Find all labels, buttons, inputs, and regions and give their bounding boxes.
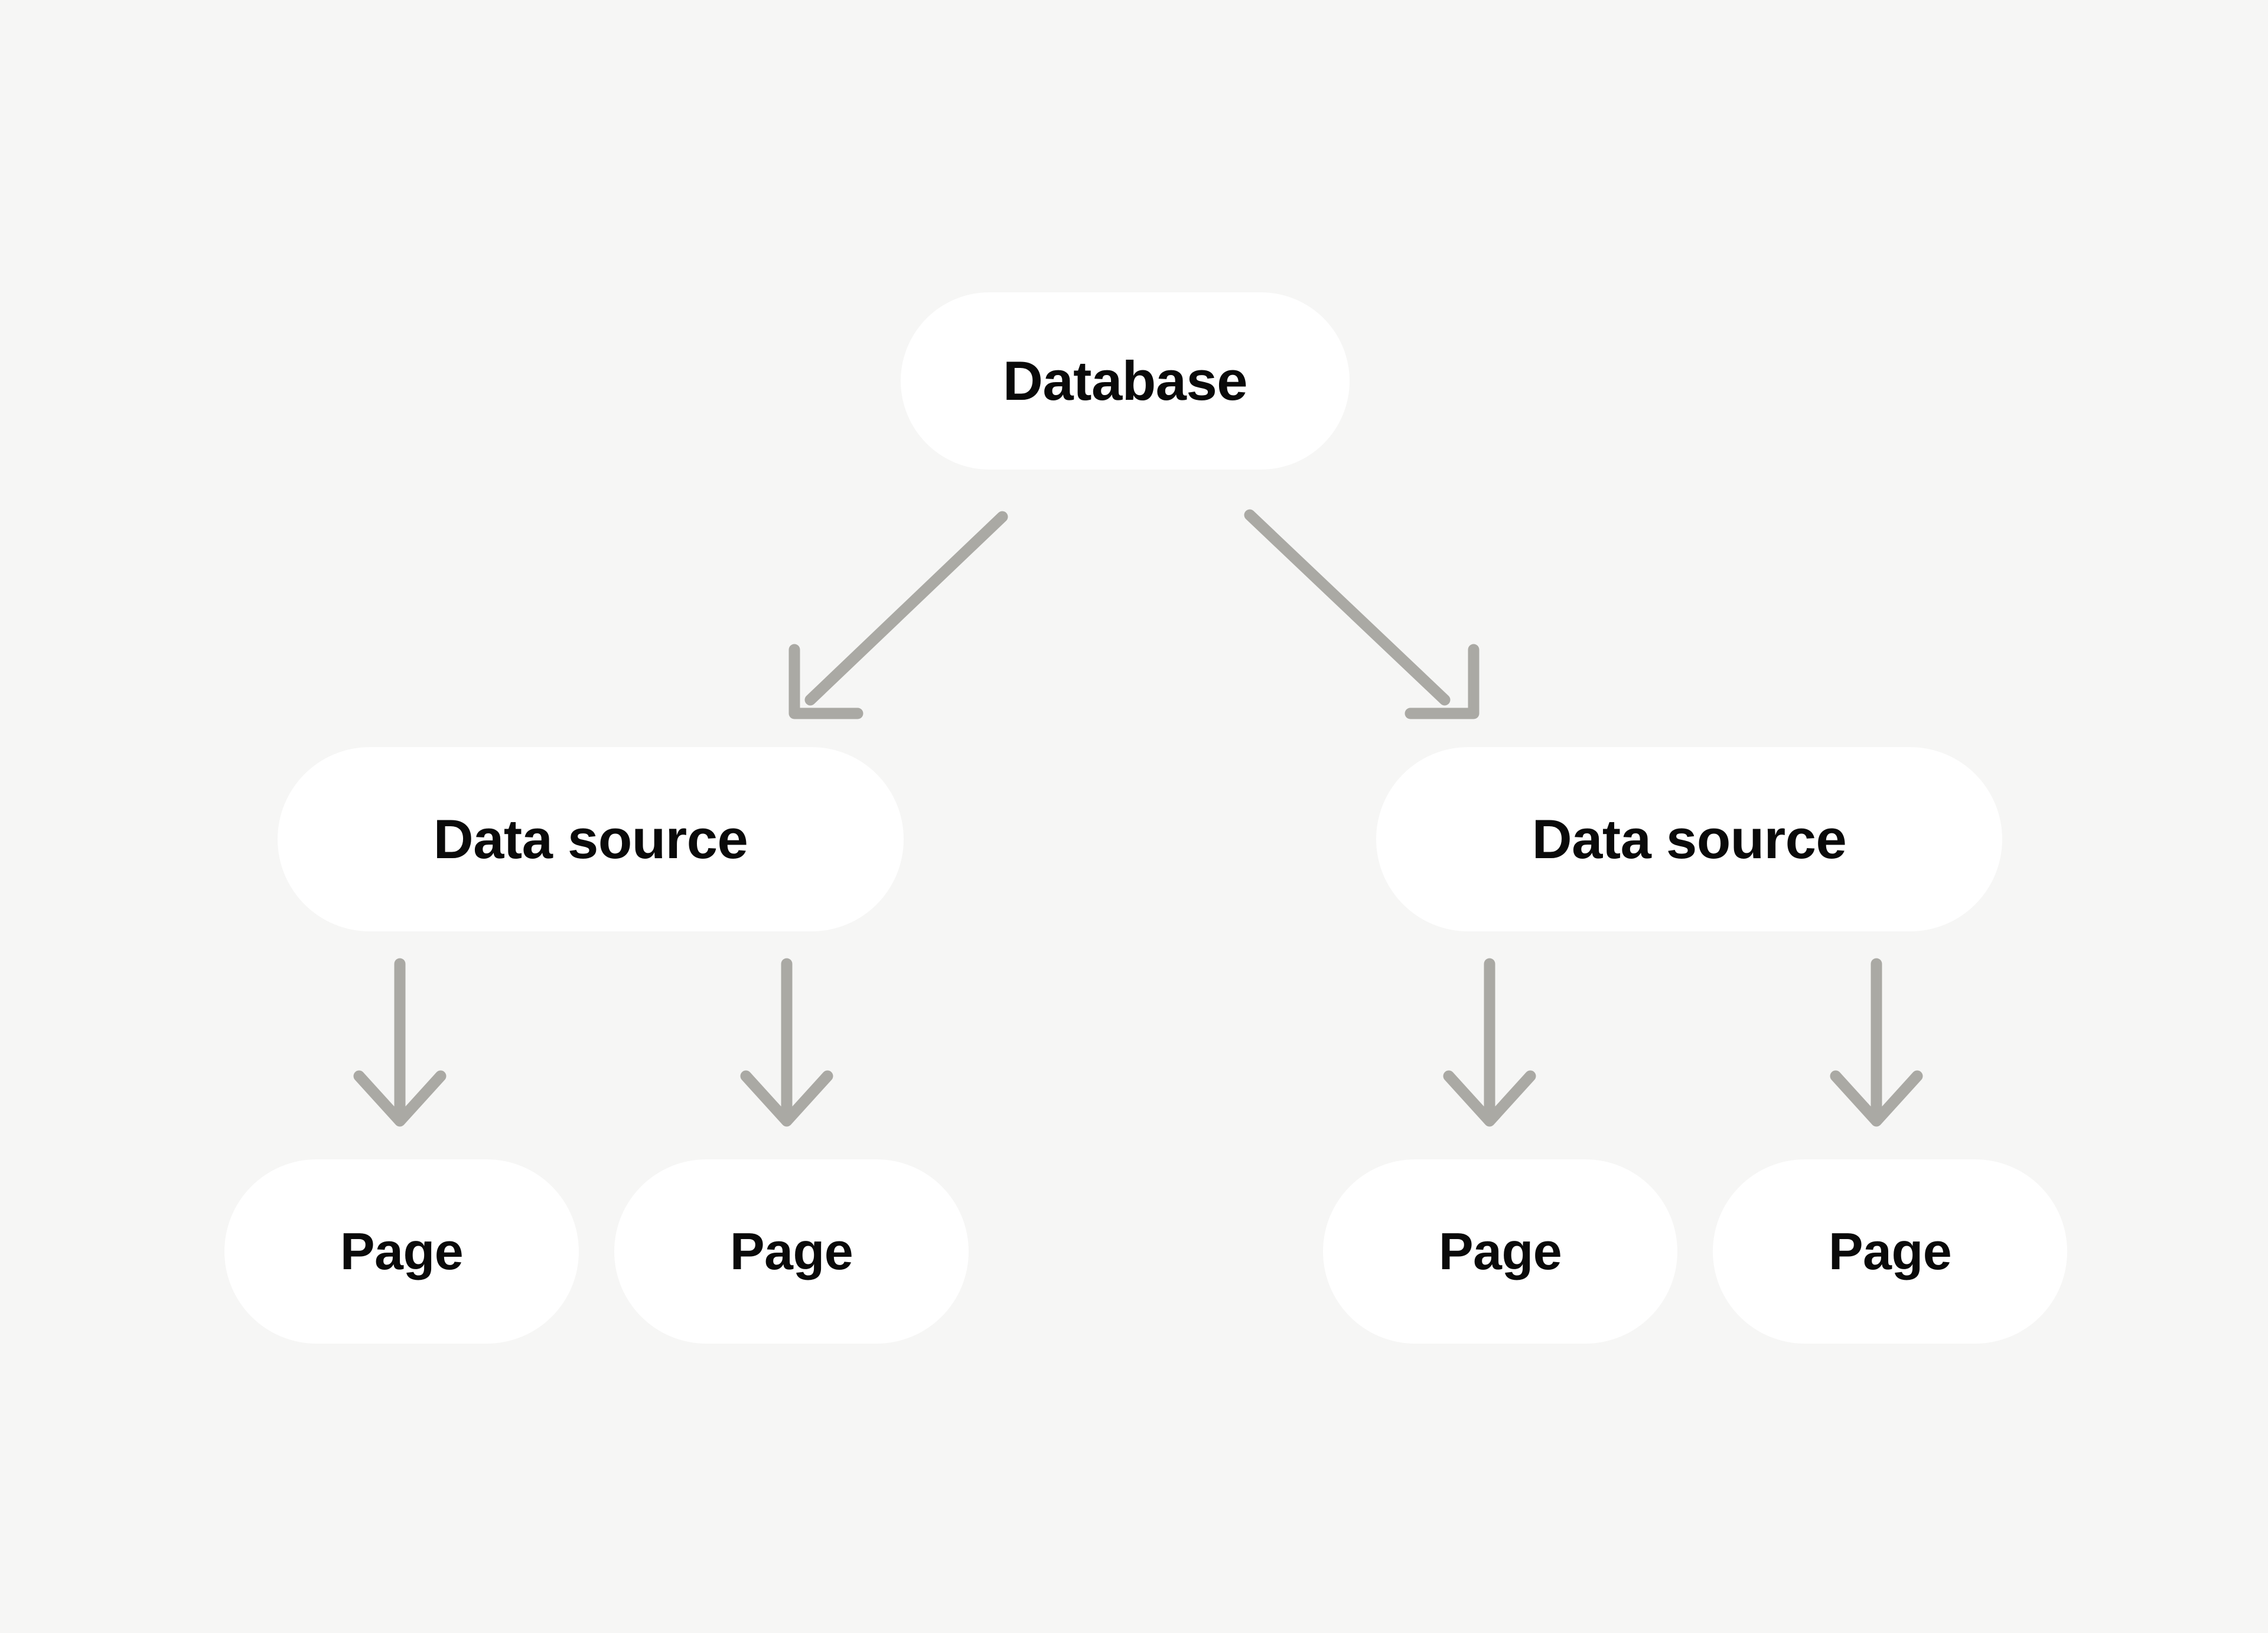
node-data-source-right-label: Data source [1531, 808, 1847, 870]
edge-data-source-left-to-page-1 [353, 958, 447, 1127]
node-page-2-label: Page [729, 1222, 853, 1280]
node-page-2[interactable]: Page [614, 1159, 969, 1344]
node-data-source-left[interactable]: Data source [278, 747, 904, 931]
node-data-source-right[interactable]: Data source [1376, 747, 2002, 931]
edge-data-source-left-to-page-2 [740, 958, 833, 1127]
node-database-label: Database [1003, 350, 1248, 412]
node-page-4[interactable]: Page [1713, 1159, 2067, 1344]
edge-database-to-data-source-left [788, 511, 1008, 719]
edge-data-source-right-to-page-3 [1443, 958, 1536, 1127]
node-page-3[interactable]: Page [1323, 1159, 1677, 1344]
node-page-1-label: Page [340, 1222, 464, 1280]
node-page-1[interactable]: Page [224, 1159, 579, 1344]
edge-database-to-data-source-right [1244, 509, 1480, 719]
node-database[interactable]: Database [901, 292, 1350, 470]
node-page-4-label: Page [1828, 1222, 1952, 1280]
node-page-3-label: Page [1438, 1222, 1562, 1280]
edge-data-source-right-to-page-4 [1830, 958, 1923, 1127]
node-data-source-left-label: Data source [433, 808, 748, 870]
